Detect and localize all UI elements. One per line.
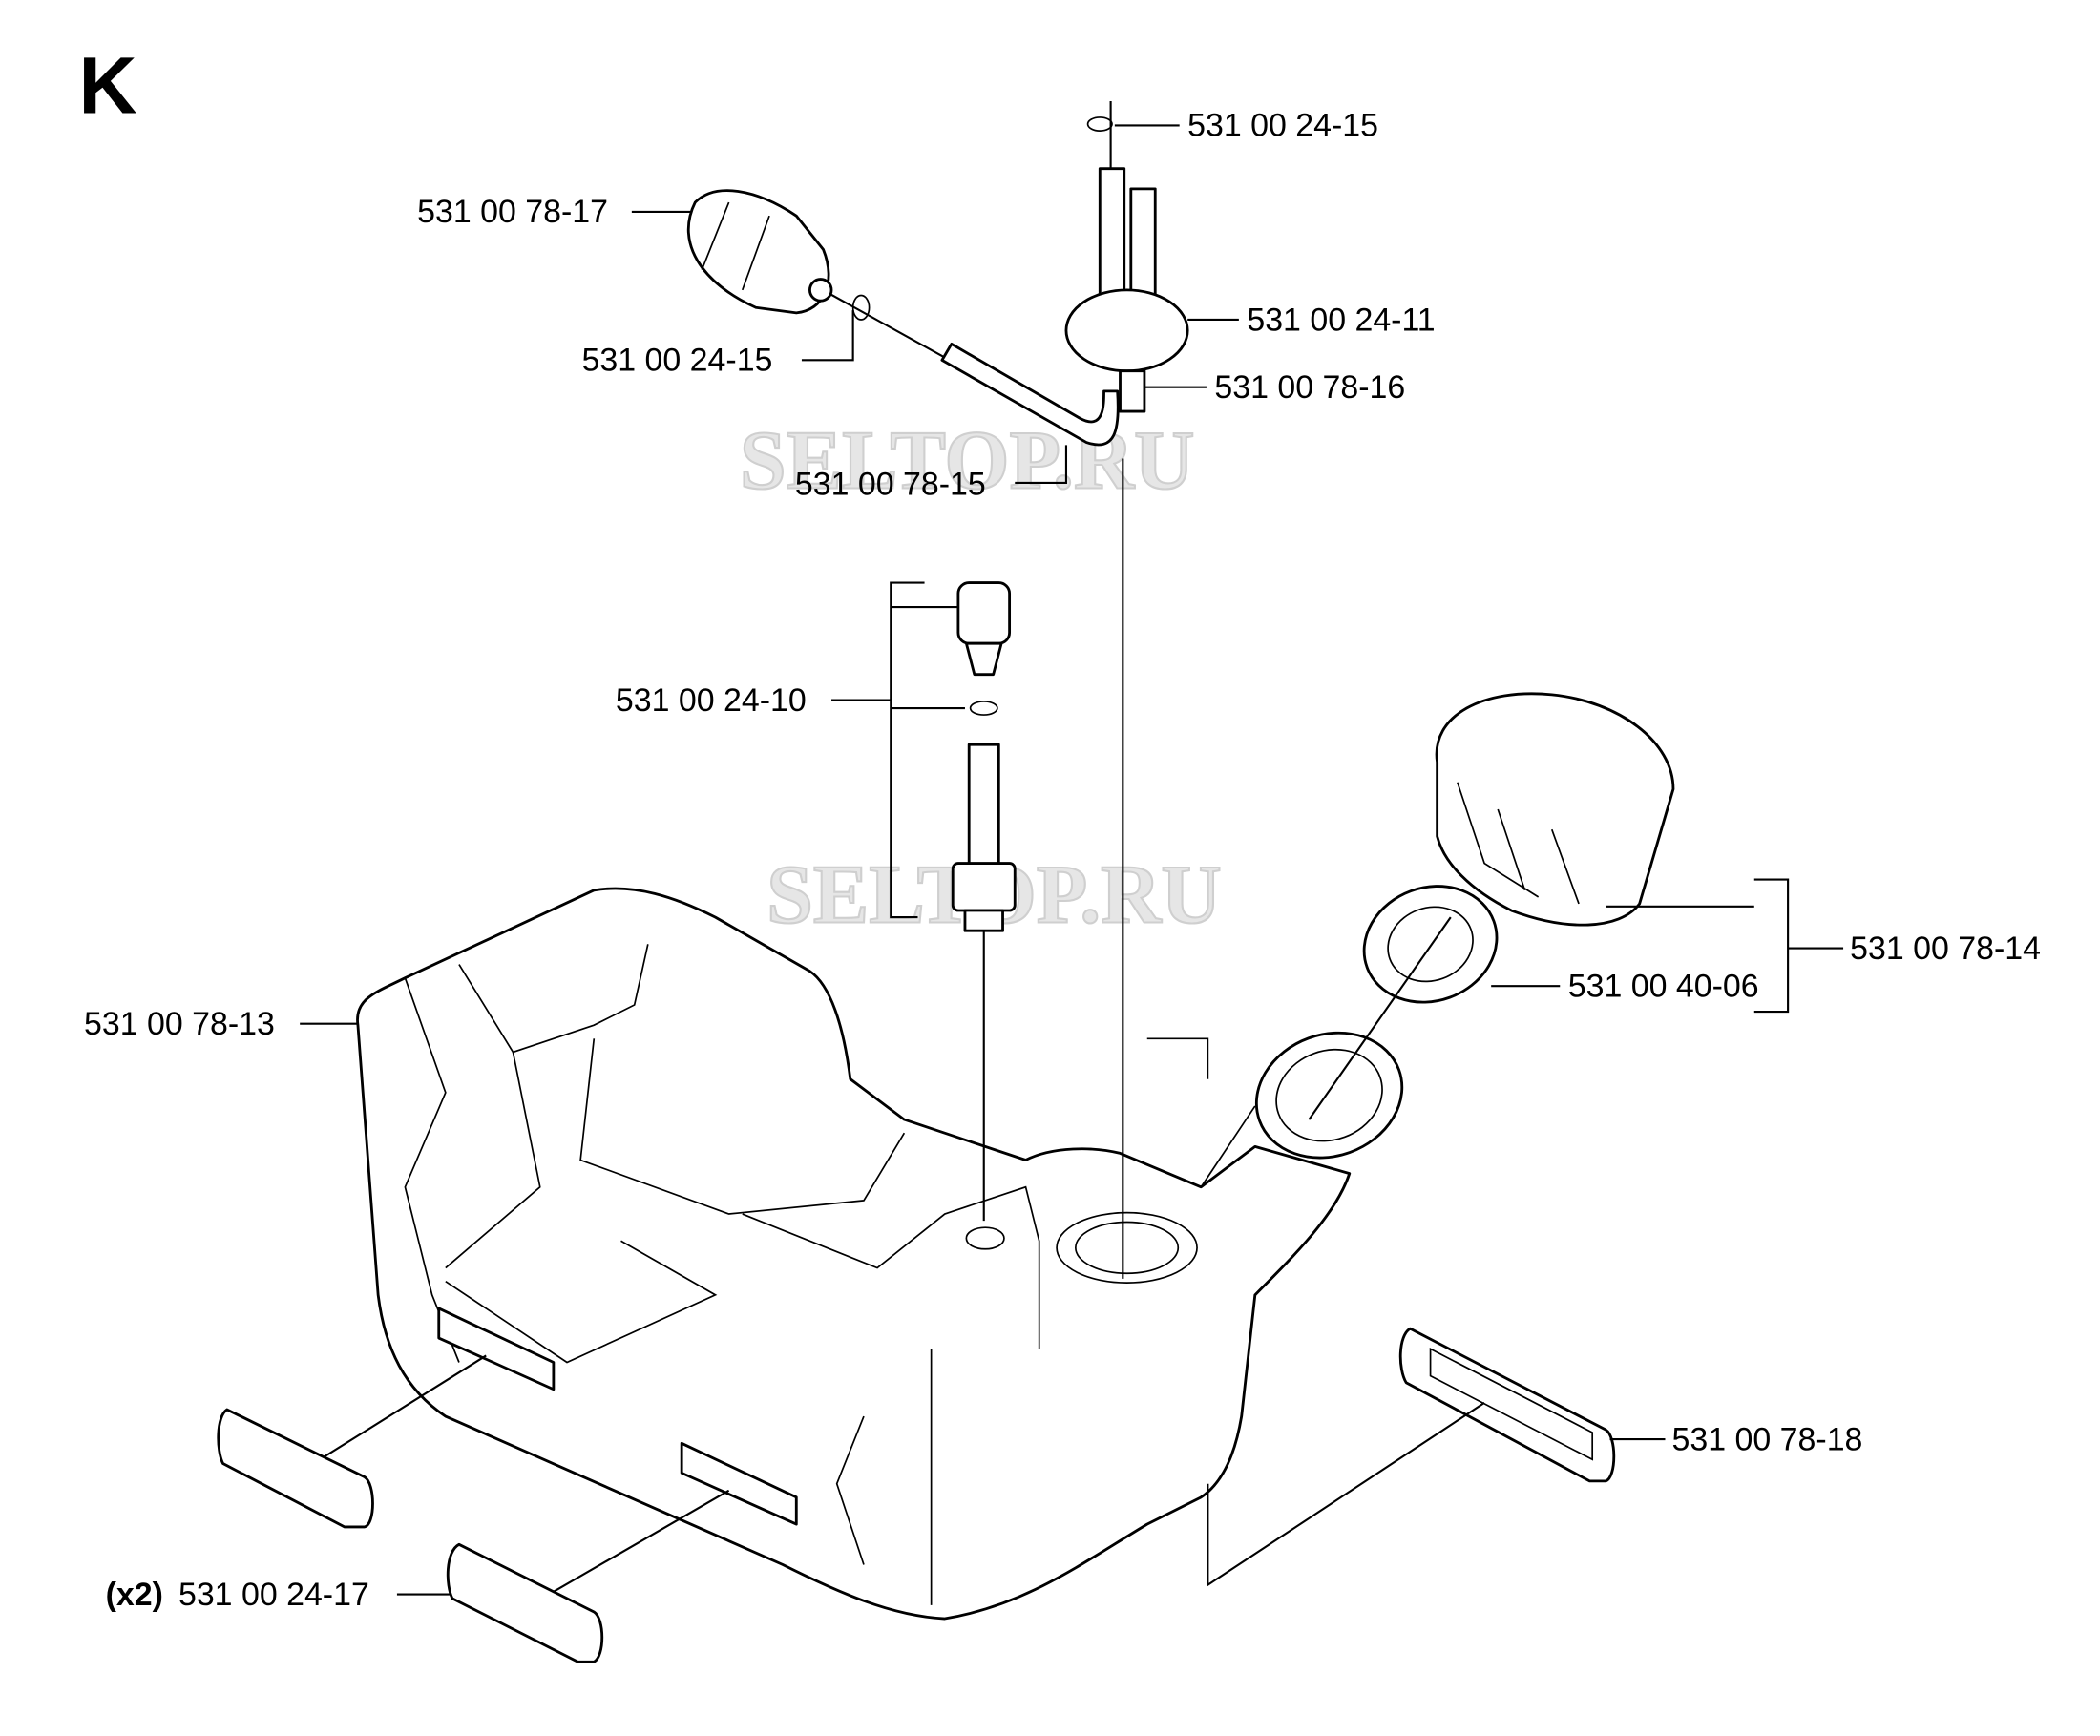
vent-valve — [1064, 167, 1189, 413]
label-fuel-hose: 531 00 78-15 — [795, 467, 986, 503]
fuel-hose — [940, 342, 1120, 447]
filler-neck — [1254, 1031, 1404, 1160]
buffer-slot — [680, 1441, 798, 1526]
cap-seal — [1362, 885, 1499, 1004]
buffer-slot — [437, 1307, 556, 1391]
primer-kit — [951, 581, 1017, 932]
fuel-tank — [356, 887, 1352, 1621]
label-rubber-mount: 531 00 78-18 — [1672, 1421, 1863, 1457]
label-cap-seal: 531 00 40-06 — [1568, 968, 1759, 1004]
clip-top — [1086, 116, 1113, 132]
label-valve-hose: 531 00 78-16 — [1214, 369, 1405, 406]
label-clip-top: 531 00 24-15 — [1187, 108, 1378, 144]
label-buffer-qty: (x2) — [106, 1577, 163, 1613]
label-primer-kit: 531 00 24-10 — [616, 682, 807, 719]
label-fuel-tank: 531 00 78-13 — [84, 1006, 275, 1042]
fuel-filter — [686, 189, 833, 315]
section-letter: K — [78, 40, 136, 131]
buffer — [217, 1408, 604, 1663]
label-tank-cap: 531 00 78-14 — [1850, 931, 2041, 967]
label-clip-filter: 531 00 24-15 — [582, 343, 773, 379]
label-fuel-filter: 531 00 78-17 — [417, 194, 608, 230]
watermark: SELTOP.RU — [740, 414, 1194, 507]
label-buffer: 531 00 24-17 — [178, 1577, 369, 1613]
label-vent-valve: 531 00 24-11 — [1247, 302, 1435, 338]
tank-cap — [1435, 692, 1675, 927]
leader-lines — [300, 124, 1844, 1596]
rubber-mount — [1398, 1327, 1616, 1483]
